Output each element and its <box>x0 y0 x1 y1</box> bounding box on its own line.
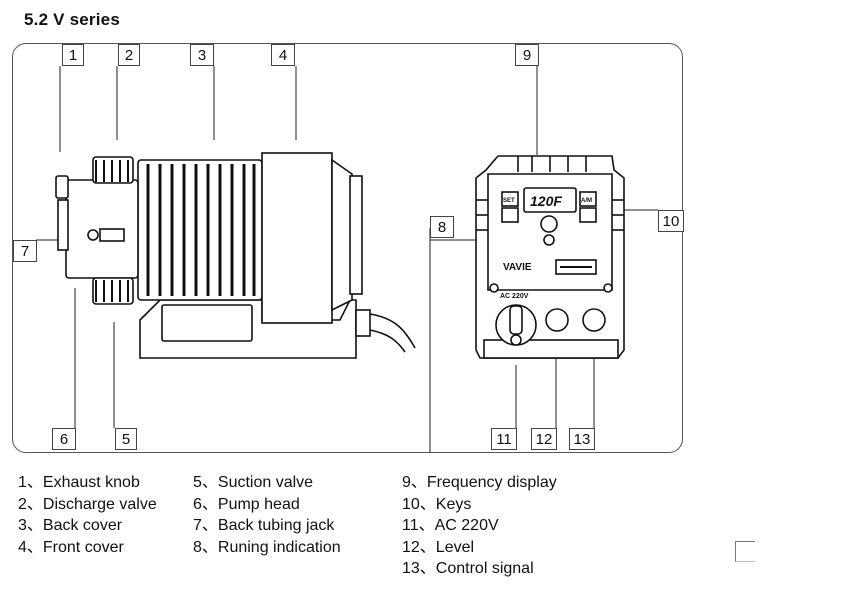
legend-item: 10、Keys <box>402 495 472 513</box>
callout-2: 2 <box>118 44 140 66</box>
legend-column-3: 9、Frequency display 10、Keys 11、AC 220V 1… <box>402 472 557 580</box>
set-key-label: SET <box>503 198 515 204</box>
legend-item: 6、Pump head <box>193 495 300 513</box>
callout-13: 13 <box>569 428 595 450</box>
legend-item: 2、Discharge valve <box>18 495 157 513</box>
legend-item: 1、Exhaust knob <box>18 474 140 491</box>
callout-8: 8 <box>430 216 454 238</box>
legend-column-1: 1、Exhaust knob 2、Discharge valve 3、Back … <box>18 472 157 558</box>
legend-item: 5、Suction valve <box>193 474 314 491</box>
section-heading: 5.2 V series <box>24 10 120 29</box>
callout-5: 5 <box>115 428 137 450</box>
callout-11: 11 <box>491 428 517 450</box>
callout-12: 12 <box>531 428 557 450</box>
callout-1: 1 <box>62 44 84 66</box>
legend-item: 12、Level <box>402 538 475 556</box>
callout-4: 4 <box>271 44 295 66</box>
legend-item: 4、Front cover <box>18 538 124 556</box>
callout-9: 9 <box>515 44 539 66</box>
frequency-display-text: 120F <box>530 193 562 209</box>
legend-item: 9、Frequency display <box>402 474 557 491</box>
callout-6: 6 <box>52 428 76 450</box>
callout-10: 10 <box>658 210 684 232</box>
legend-item: 8、Runing indication <box>193 538 341 556</box>
legend-item: 3、Back cover <box>18 517 123 534</box>
diagram-frame <box>12 43 683 453</box>
am-key-label: A/M <box>581 198 592 204</box>
power-label: AC 220V <box>500 293 529 300</box>
legend-item: 11、AC 220V <box>402 517 499 534</box>
callout-3: 3 <box>190 44 214 66</box>
legend-item: 7、Back tubing jack <box>193 517 335 534</box>
legend-column-2: 5、Suction valve 6、Pump head 7、Back tubin… <box>193 472 341 558</box>
empty-box <box>735 541 755 562</box>
brand-label: VAVIE <box>503 262 532 273</box>
callout-7: 7 <box>13 240 37 262</box>
legend-item: 13、Control signal <box>402 560 534 577</box>
